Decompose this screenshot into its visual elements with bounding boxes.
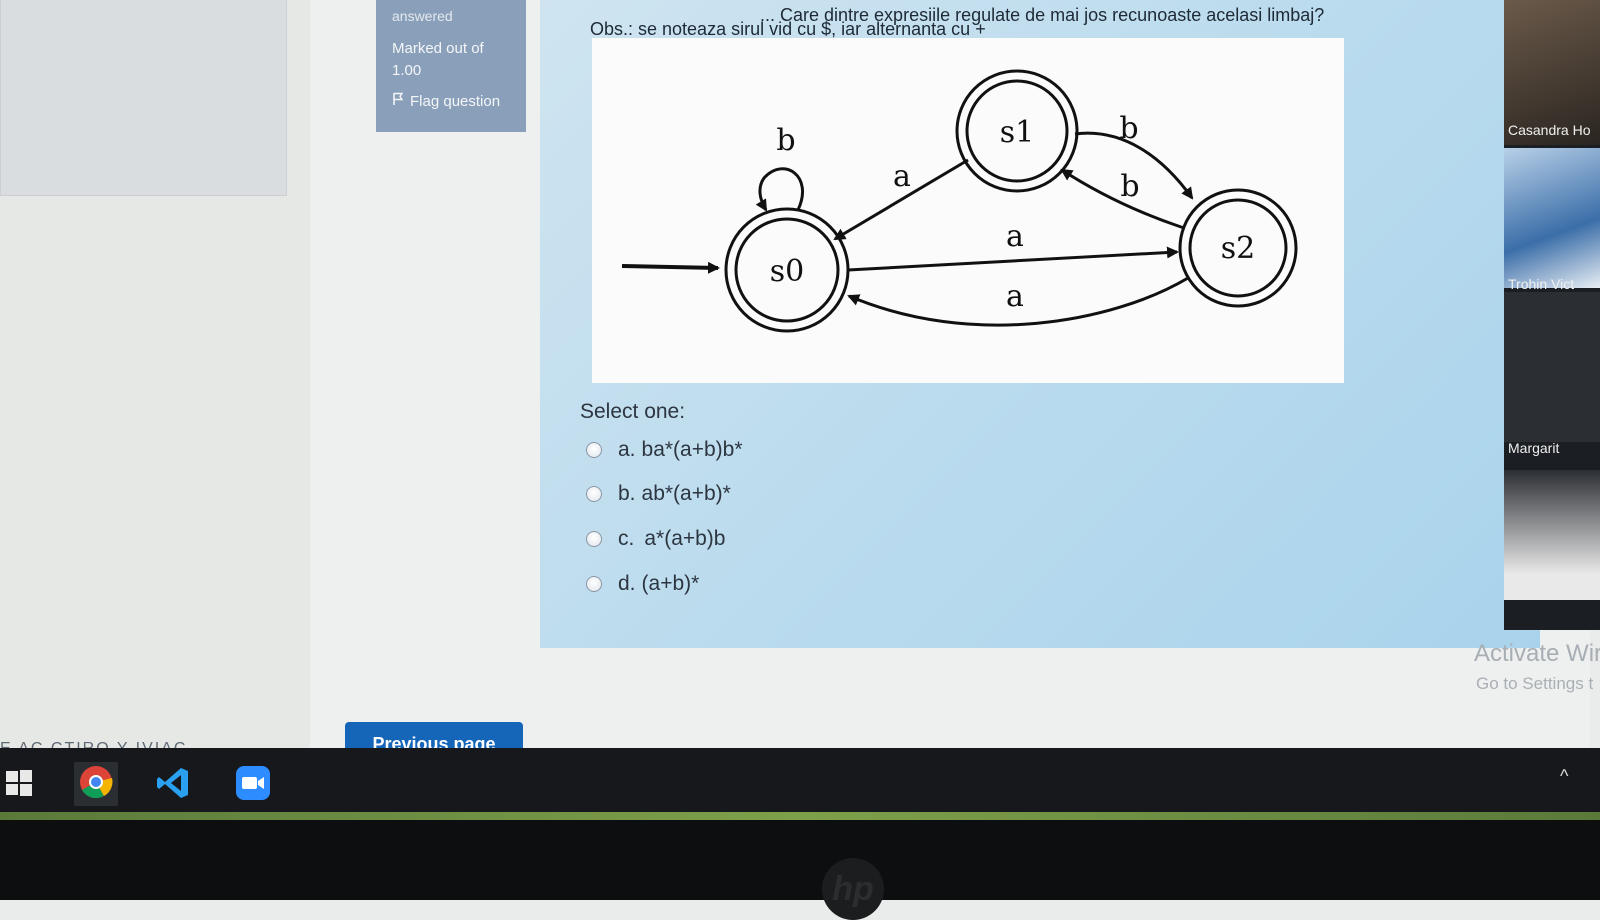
flag-question-label: Flag question: [410, 92, 501, 110]
automaton-svg: s0 s1 s2 b a b b a a: [621, 69, 1298, 333]
transition-s0-s2-label: a: [1006, 219, 1024, 254]
answer-option-d[interactable]: d. (a+b)*: [586, 572, 699, 596]
radio-c[interactable]: [586, 531, 602, 547]
option-d-letter: d.: [618, 572, 636, 595]
flag-icon: [392, 92, 404, 110]
vscode-taskbar-button[interactable]: [154, 766, 192, 804]
transition-s2-s1-label: b: [1120, 169, 1139, 204]
transition-s0-s2: [847, 246, 1179, 272]
question-info-box: answered Marked out of 1.00 Flag questio…: [376, 0, 526, 132]
question-observation: Obs.: se noteaza sirul vid cu $, iar alt…: [590, 19, 986, 39]
transition-s1-s2: [1074, 131, 1194, 200]
state-s2-label: s2: [1221, 231, 1255, 266]
transition-s2-s1: [1060, 168, 1185, 230]
transition-s0-s0: [755, 167, 804, 212]
zoom-taskbar-button[interactable]: [234, 765, 272, 806]
participant-tile: [1504, 470, 1600, 600]
option-a-letter: a.: [618, 438, 636, 461]
participant-tile: Trohin Vict: [1504, 148, 1600, 292]
state-s1-outer: [955, 69, 1079, 193]
transition-s2-s0-label: a: [1006, 279, 1024, 314]
participant-name: Trohin Vict: [1508, 276, 1575, 292]
monitor-bezel: [0, 820, 1600, 900]
activate-windows-subtitle: Go to Settings t: [1476, 674, 1594, 693]
option-b-letter: b.: [618, 482, 636, 505]
state-s2-inner: [1188, 198, 1288, 298]
video-participants-strip: Casandra Ho Trohin Vict Margarit: [1504, 0, 1600, 630]
transition-s1-s2-label: b: [1119, 111, 1138, 146]
participant-name: Casandra Ho: [1508, 122, 1591, 138]
answer-option-b[interactable]: b. ab*(a+b)*: [586, 482, 731, 506]
select-one-label: Select one:: [580, 400, 686, 423]
radio-d[interactable]: [586, 576, 602, 592]
question-prompt: ... Care dintre expresiile regulate de m…: [760, 5, 1325, 25]
state-s1-inner: [965, 79, 1069, 183]
option-b-text: ab*(a+b)*: [641, 482, 731, 505]
option-d-text: (a+b)*: [641, 572, 700, 595]
navigation-block: [0, 0, 287, 196]
state-s1-label: s1: [1000, 115, 1034, 150]
participant-name: Margarit: [1508, 440, 1560, 456]
participant-tile: Margarit: [1504, 292, 1600, 456]
zoom-icon: [235, 765, 271, 806]
option-a-text: ba*(a+b)b*: [641, 438, 743, 461]
state-s2-outer: [1178, 188, 1298, 308]
activate-windows-title: Activate Wir: [1474, 640, 1600, 667]
chevron-up-icon[interactable]: ^: [1560, 766, 1569, 786]
question-marks: Marked out of 1.00: [392, 40, 484, 79]
state-s0-label: s0: [770, 254, 804, 289]
start-arrow: [621, 261, 720, 274]
windows-icon: [4, 768, 34, 803]
question-status: answered: [392, 8, 453, 24]
answer-option-a[interactable]: a. ba*(a+b)b*: [586, 438, 743, 462]
vscode-icon: [155, 765, 191, 806]
screen-edge-glow: [0, 812, 1600, 820]
transition-s1-s0: [833, 158, 969, 241]
chrome-taskbar-button[interactable]: [74, 762, 118, 806]
transition-s1-s0-label: a: [893, 159, 911, 194]
option-c-text: a*(a+b)b: [644, 527, 726, 550]
transition-s0-s0-label: b: [776, 123, 795, 158]
hp-logo-icon: hp: [822, 858, 884, 920]
automaton-diagram: s0 s1 s2 b a b b a a: [592, 38, 1344, 383]
radio-b[interactable]: [586, 486, 602, 502]
participant-tile: Casandra Ho: [1504, 0, 1600, 145]
option-c-letter: c.: [618, 527, 635, 550]
start-button[interactable]: [0, 766, 38, 804]
transition-s2-s0: [847, 276, 1189, 327]
answer-option-c[interactable]: c. a*(a+b)b: [586, 527, 725, 551]
state-s0-inner: [734, 217, 840, 323]
radio-a[interactable]: [586, 442, 602, 458]
chrome-icon: [78, 764, 114, 805]
flag-question-link[interactable]: Flag question: [392, 92, 510, 110]
